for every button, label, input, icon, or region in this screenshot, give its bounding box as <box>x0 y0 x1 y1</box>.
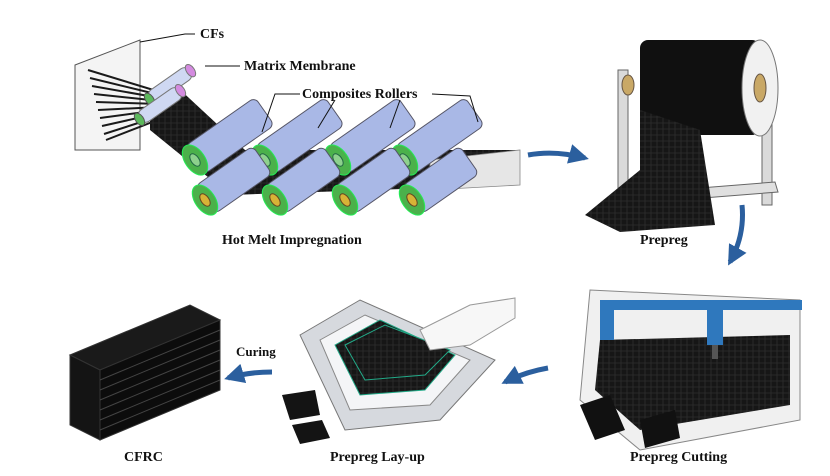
scrap-piece-2 <box>292 420 330 444</box>
label-prepreg: Prepreg <box>640 233 688 248</box>
prepreg-layup-illustration <box>282 297 516 444</box>
arrow-to-prepreg <box>527 144 589 164</box>
label-composites-rollers: Composites Rollers <box>302 87 418 102</box>
prepreg-cutting-illustration <box>579 289 802 451</box>
callout-lines <box>139 33 479 133</box>
label-cfs: CFs <box>200 27 225 42</box>
label-prepreg-cutting: Prepreg Cutting <box>630 450 727 465</box>
label-cfrc: CFRC <box>124 450 163 465</box>
prepreg-roll-illustration <box>585 39 779 232</box>
arrow-curing <box>224 363 273 383</box>
scrap-piece-1 <box>282 390 320 420</box>
composite-rollers-lower <box>191 147 478 216</box>
cut-piece-1 <box>580 395 625 440</box>
label-prepreg-layup: Prepreg Lay-up <box>330 450 425 465</box>
flow-arrows <box>224 144 747 385</box>
label-hot-melt-impregnation: Hot Melt Impregnation <box>222 233 362 248</box>
unrolled-prepreg-sheet <box>585 110 715 232</box>
hot-melt-impregnation-illustration <box>74 33 521 216</box>
matrix-membrane-rollers <box>133 63 197 127</box>
label-curing: Curing <box>236 344 276 359</box>
composite-rollers-upper <box>181 99 483 176</box>
arrow-to-layup <box>501 365 549 385</box>
gloved-hand <box>419 297 516 351</box>
arrow-to-cutting <box>727 204 747 266</box>
cut-piece-2 <box>640 410 680 448</box>
label-matrix-membrane: Matrix Membrane <box>244 59 356 74</box>
cfrc-stack-illustration <box>68 304 222 441</box>
layup-sheet-2 <box>344 324 451 381</box>
cut-prepreg-sheet <box>595 335 790 430</box>
